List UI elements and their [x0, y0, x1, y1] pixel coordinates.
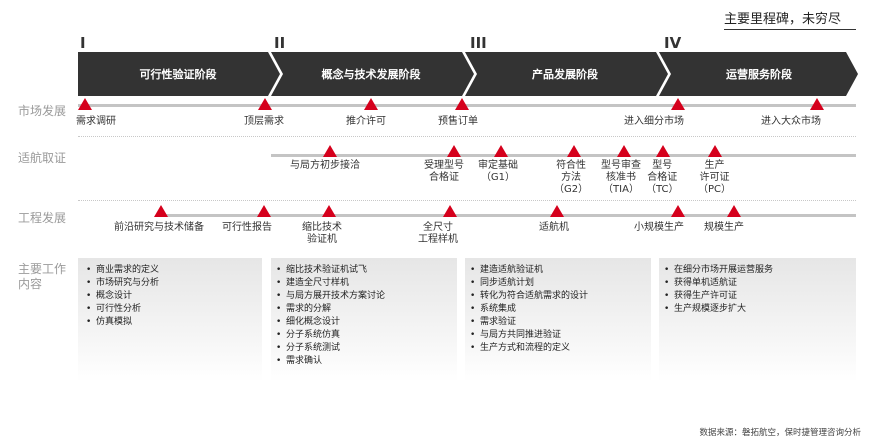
engineering-milestone-marker [727, 205, 741, 217]
work-item: 市场研究与分析 [86, 277, 159, 290]
market-milestone-label: 顶层需求 [244, 116, 284, 127]
phase-chevron-1 [78, 52, 280, 96]
work-item: 系统集成 [470, 303, 588, 316]
certification-milestone-label: 受理型号 合格证 [424, 160, 464, 183]
row-label-work: 主要工作 内容 [18, 262, 67, 291]
phase-chevron-4 [659, 52, 858, 96]
work-item: 商业需求的定义 [86, 264, 159, 277]
work-item: 概念设计 [86, 290, 159, 303]
certification-milestone-label: 型号 合格证 （TC） [646, 160, 679, 195]
certification-milestone-marker [323, 145, 337, 157]
work-item: 生产规模逐步扩大 [664, 303, 773, 316]
engineering-milestone-marker [443, 205, 457, 217]
certification-milestone-label: 审定基础 （G1） [478, 160, 518, 183]
certification-milestone-marker [656, 145, 670, 157]
work-item: 分子系统测试 [276, 342, 385, 355]
work-item: 建造全尺寸样机 [276, 277, 385, 290]
market-milestone-label: 进入细分市场 [624, 116, 684, 127]
phase-chevron-3 [465, 52, 668, 96]
work-list-phase-4: 在细分市场开展运营服务 获得单机适航证 获得生产许可证 生产规模逐步扩大 [664, 264, 773, 316]
row-label-engineering: 工程发展 [18, 211, 67, 225]
work-item: 获得单机适航证 [664, 277, 773, 290]
work-item: 转化为符合适航需求的设计 [470, 290, 588, 303]
phase-label-1: 可行性验证阶段 [139, 68, 217, 81]
certification-milestone-label: 生产 许可证 （PC） [698, 160, 732, 195]
phase-numeral-3: III [470, 34, 487, 52]
phase-numeral-2: II [274, 34, 286, 52]
engineering-milestone-marker [154, 205, 168, 217]
market-milestone-marker [78, 98, 92, 110]
certification-milestone-marker [617, 145, 631, 157]
engineering-track [160, 214, 856, 217]
work-item: 同步适航计划 [470, 277, 588, 290]
work-item: 细化概念设计 [276, 316, 385, 329]
work-list-phase-3: 建造适航验证机 同步适航计划 转化为符合适航需求的设计 系统集成 需求验证 与局… [470, 264, 588, 355]
phase-band [78, 52, 858, 96]
market-milestone-label: 进入大众市场 [761, 116, 821, 127]
certification-milestone-marker [708, 145, 722, 157]
certification-milestone-marker [447, 145, 461, 157]
work-item: 在细分市场开展运营服务 [664, 264, 773, 277]
engineering-milestone-marker [257, 205, 271, 217]
engineering-milestone-label: 全尺寸 工程样机 [418, 222, 458, 245]
certification-milestone-label: 型号审查 核准书 （TIA） [601, 160, 641, 195]
engineering-milestone-marker [322, 205, 336, 217]
work-item: 可行性分析 [86, 303, 159, 316]
data-source: 数据来源：磐拓航空，保时捷管理咨询分析 [699, 428, 861, 438]
engineering-milestone-label: 适航机 [539, 222, 569, 233]
engineering-milestone-marker [671, 205, 685, 217]
row-label-certification: 适航取证 [18, 151, 67, 165]
work-list-phase-1: 商业需求的定义 市场研究与分析 概念设计 可行性分析 仿真模拟 [86, 264, 159, 329]
market-milestone-label: 推介许可 [346, 116, 386, 127]
work-item: 生产方式和流程的定义 [470, 342, 588, 355]
market-milestone-label: 需求调研 [76, 116, 116, 127]
engineering-milestone-label: 可行性报告 [222, 222, 272, 233]
certification-track [271, 154, 856, 157]
work-item: 获得生产许可证 [664, 290, 773, 303]
engineering-milestone-label: 小规模生产 [634, 222, 684, 233]
phase-label-2: 概念与技术发展阶段 [321, 68, 421, 81]
engineering-milestone-label: 规模生产 [704, 222, 744, 233]
market-milestone-label: 预售订单 [438, 116, 478, 127]
phase-chevron-2 [271, 52, 474, 96]
phase-label-3: 产品发展阶段 [532, 68, 598, 81]
market-milestone-marker [455, 98, 469, 110]
engineering-milestone-label: 前沿研究与技术储备 [114, 222, 204, 233]
market-milestone-marker [364, 98, 378, 110]
work-item: 分子系统仿真 [276, 329, 385, 342]
header-title: 主要里程碑，未穷尽 [724, 8, 856, 30]
certification-divider [78, 200, 856, 201]
engineering-milestone-label: 缩比技术 验证机 [302, 222, 342, 245]
phase-numeral-4: IV [664, 34, 682, 52]
work-item: 与局方展开技术方案讨论 [276, 290, 385, 303]
work-item: 需求的分解 [276, 303, 385, 316]
phase-numeral-1: I [80, 34, 86, 52]
row-label-market: 市场发展 [18, 104, 67, 118]
work-item: 需求验证 [470, 316, 588, 329]
work-item: 需求确认 [276, 355, 385, 368]
work-item: 与局方共同推进验证 [470, 329, 588, 342]
market-divider [78, 136, 856, 137]
certification-milestone-marker [567, 145, 581, 157]
certification-milestone-label: 与局方初步接洽 [290, 160, 360, 171]
work-item: 缩比技术验证机试飞 [276, 264, 385, 277]
certification-milestone-marker [494, 145, 508, 157]
engineering-milestone-marker [550, 205, 564, 217]
work-item: 仿真模拟 [86, 316, 159, 329]
market-milestone-marker [258, 98, 272, 110]
market-milestone-marker [671, 98, 685, 110]
phase-label-4: 运营服务阶段 [726, 68, 792, 81]
market-milestone-marker [810, 98, 824, 110]
certification-milestone-label: 符合性 方法 （G2） [554, 160, 589, 195]
work-list-phase-2: 缩比技术验证机试飞 建造全尺寸样机 与局方展开技术方案讨论 需求的分解 细化概念… [276, 264, 385, 368]
work-item: 建造适航验证机 [470, 264, 588, 277]
